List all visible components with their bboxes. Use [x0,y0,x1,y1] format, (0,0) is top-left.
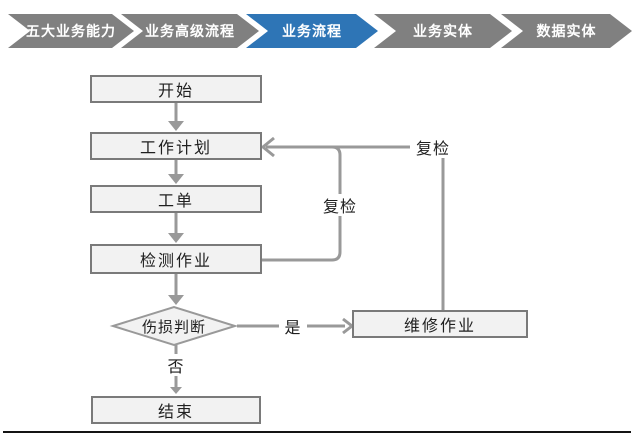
node-end: 结束 [91,396,261,424]
nav-chevron-advanced-process[interactable]: 业务高级流程 [121,14,259,48]
node-work-order: 工单 [90,185,262,213]
nav-chevron-data-entity[interactable]: 数据实体 [501,14,632,48]
node-repair: 维修作业 [352,310,528,338]
node-start: 开始 [90,75,262,103]
edge-label-no: 否 [162,354,190,376]
node-damage-decision: 伤损判断 [141,318,206,336]
nav-chevron-business-process[interactable]: 业务流程 [246,14,378,48]
decision-diamond-shape [109,305,239,347]
edge-label-recheck-inner: 复检 [317,194,363,216]
edge-label-recheck-outer: 复检 [410,136,456,158]
nav-chevron-business-entity[interactable]: 业务实体 [374,14,512,48]
bottom-border-rule [3,431,631,433]
edge-label-yes: 是 [279,315,307,337]
node-work-plan: 工作计划 [90,132,262,160]
node-inspection: 检测作业 [90,244,262,274]
